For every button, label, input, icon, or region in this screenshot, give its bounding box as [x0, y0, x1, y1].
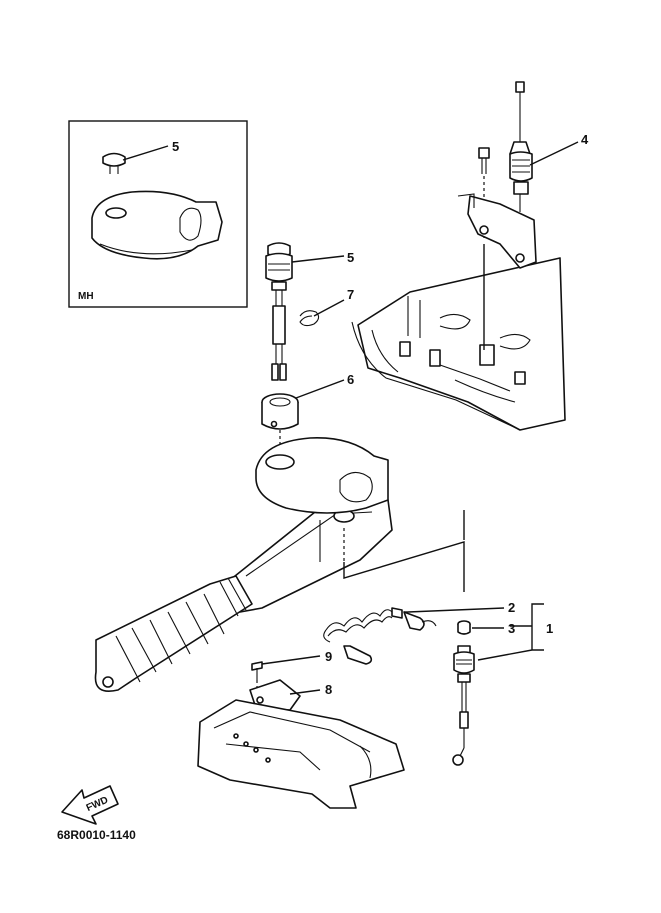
callout-6: 6: [347, 372, 354, 387]
callout-1: 1: [546, 621, 553, 636]
callout-7: 7: [347, 287, 354, 302]
part-3-cap: 3: [457, 620, 515, 636]
callout-9: 9: [325, 649, 332, 664]
callout-4: 4: [581, 132, 589, 147]
callout-8: 8: [325, 682, 332, 697]
part-2-spring-assembly: 2: [323, 600, 515, 665]
lower-cowling: [351, 257, 566, 431]
part-7-clip: 7: [299, 287, 354, 327]
part-4-neutral-switch: 4: [457, 81, 589, 350]
callout-5-inset: 5: [172, 139, 179, 154]
callout-2: 2: [508, 600, 515, 615]
fwd-arrow-icon: FWD: [61, 785, 119, 825]
part-6-collar: 6: [261, 372, 354, 462]
inset-mh: MH 5: [68, 120, 248, 308]
tiller-handle: [94, 437, 393, 692]
part-9-screw: 9: [251, 649, 332, 700]
drawing-code: 68R0010-1140: [57, 828, 136, 842]
inset-label-mh: MH: [78, 291, 94, 302]
callout-5-main: 5: [347, 250, 354, 265]
callout-3: 3: [508, 621, 515, 636]
mount-bracket: [197, 699, 405, 809]
part-1-stop-switch: 1: [452, 603, 553, 766]
part-5-switch: 5: [265, 242, 354, 381]
